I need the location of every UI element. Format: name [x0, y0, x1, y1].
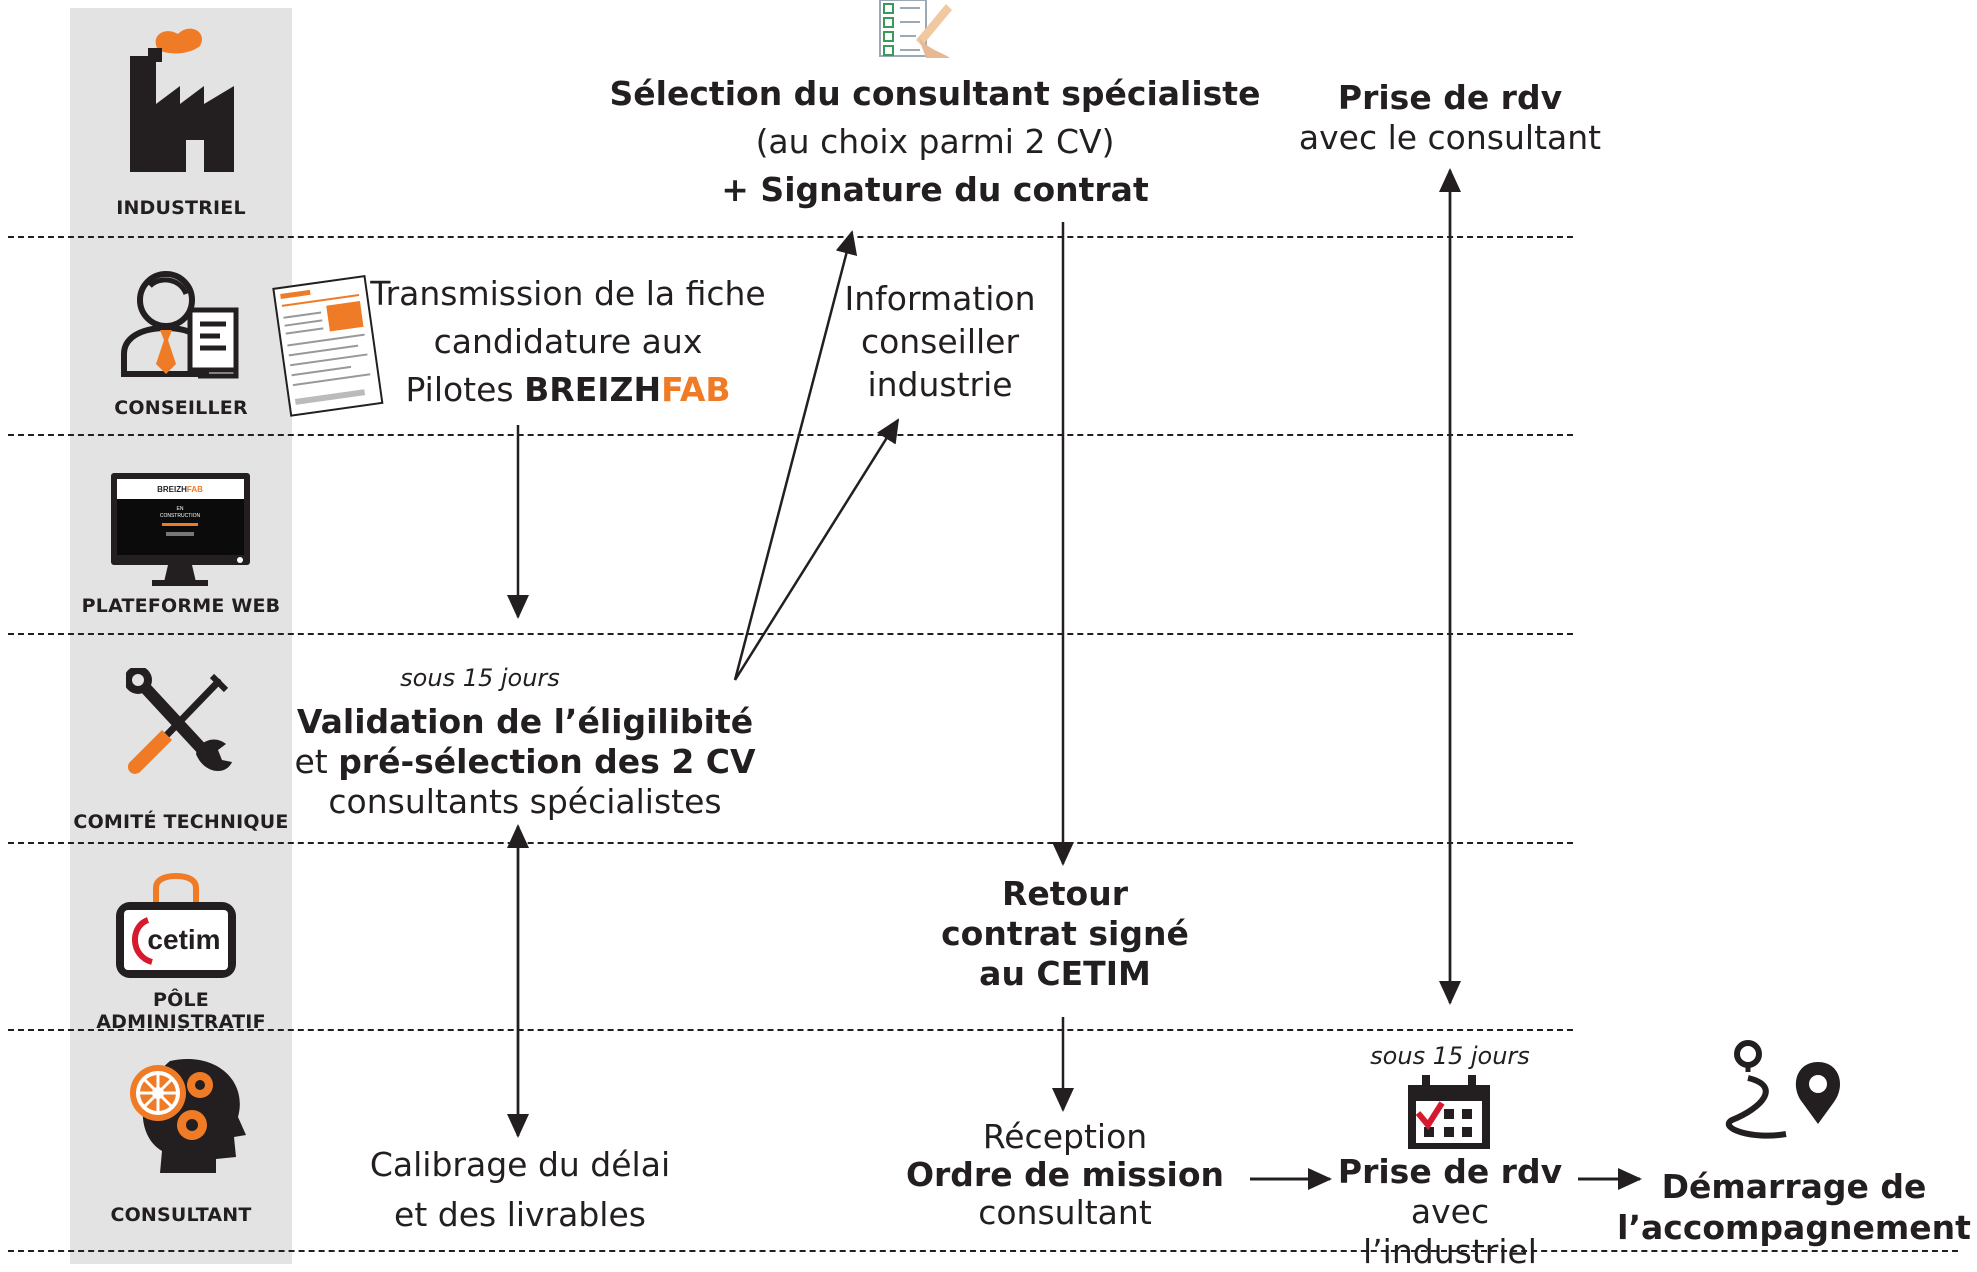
demarrage-line2: l’accompagnement: [1617, 1208, 1971, 1247]
reception-line2: Ordre de mission: [905, 1155, 1225, 1194]
cetim-logo-icon: cetim: [116, 872, 236, 978]
lane-label-consultant: CONSULTANT: [110, 1204, 252, 1226]
retour-line1: Retour: [1001, 874, 1128, 913]
lane-label-pole-administratif: PÔLE ADMINISTRATIF: [96, 989, 266, 1033]
tools-icon: [126, 668, 232, 774]
cetim-logo-text: cetim: [147, 924, 220, 955]
brand-breizh: BREIZH: [524, 370, 662, 409]
transmission-line3: Pilotes BREIZHFAB: [405, 370, 731, 409]
validation-line3: consultants spécialistes: [328, 782, 722, 821]
lane-divider: [8, 434, 1573, 436]
lane-divider: [8, 842, 1573, 844]
step-rdv-industriel: Prise de rdv avec l’industriel: [1320, 1152, 1580, 1272]
lane-label-comite-technique: COMITÉ TECHNIQUE: [73, 811, 289, 833]
validation-line2: et pré-sélection des 2 CV: [294, 742, 756, 781]
selection-sub: (au choix parmi 2 CV): [755, 122, 1115, 161]
monitor-icon: BREIZHFAB EN CONSTRUCTION: [111, 473, 250, 586]
lane-divider: [8, 633, 1573, 635]
selection-extra: + Signature du contrat: [721, 170, 1149, 209]
application-form-icon: [272, 274, 384, 417]
rdv-industriel-delay: sous 15 jours: [1370, 1042, 1530, 1070]
information-line3: industrie: [867, 365, 1013, 404]
information-line2: conseiller: [860, 322, 1020, 361]
calibrage-line2: et des livrables: [394, 1195, 646, 1234]
screen-status-line1: EN: [177, 506, 184, 512]
step-transmission: Transmission de la fiche candidature aux…: [368, 270, 768, 414]
validation-delay: sous 15 jours: [400, 664, 560, 692]
factory-icon: [130, 28, 234, 172]
demarrage-line1: Démarrage de: [1661, 1167, 1927, 1206]
head-gears-icon: [130, 1059, 246, 1173]
screen-status-line2: CONSTRUCTION: [160, 513, 201, 519]
lane-label-conseiller: CONSEILLER: [114, 397, 248, 419]
retour-line2: contrat signé: [941, 914, 1189, 953]
step-retour: Retour contrat signé au CETIM: [900, 874, 1230, 994]
checklist-icon: [879, 0, 952, 58]
selection-title: Sélection du consultant spécialiste: [609, 74, 1261, 113]
lane-divider: [8, 236, 1573, 238]
step-reception: Réception Ordre de mission consultant: [880, 1118, 1250, 1232]
step-selection: Sélection du consultant spécialiste (au …: [560, 74, 1310, 210]
validation-line1: Validation de l’éligilibité: [296, 702, 754, 741]
step-demarrage: Démarrage de l’accompagnement: [1612, 1166, 1976, 1248]
lane-divider: [8, 1029, 1573, 1031]
step-validation: sous 15 jours Validation de l’éligilibit…: [290, 658, 760, 822]
reception-line1: Réception: [982, 1117, 1148, 1156]
reception-line3: consultant: [978, 1193, 1152, 1232]
step-calibrage: Calibrage du délai et des livrables: [340, 1140, 700, 1240]
screen-brand: BREIZHFAB: [157, 485, 203, 494]
rdv-consultant-sub: avec le consultant: [1298, 118, 1602, 157]
rdv-consultant-title: Prise de rdv: [1337, 78, 1563, 117]
lane-divider: [8, 1250, 1958, 1252]
advisor-icon: [121, 271, 239, 379]
rdv-industriel-title: Prise de rdv: [1337, 1152, 1563, 1191]
retour-line3: au CETIM: [979, 954, 1151, 993]
route-pin-icon: [1725, 1040, 1841, 1139]
rdv-industriel-sub: avec l’industriel: [1363, 1192, 1537, 1271]
brand-fab: FAB: [661, 370, 731, 409]
step-information: Information conseiller industrie: [820, 277, 1060, 406]
information-line1: Information: [844, 279, 1036, 318]
calendar-icon: [1408, 1075, 1490, 1149]
step-rdv-consultant: Prise de rdv avec le consultant: [1280, 78, 1620, 158]
transmission-line2: candidature aux: [433, 322, 703, 361]
lane-label-industriel: INDUSTRIEL: [116, 197, 246, 219]
calibrage-line1: Calibrage du délai: [369, 1145, 671, 1184]
transmission-line1: Transmission de la fiche: [370, 274, 766, 313]
lane-sidebar: [70, 8, 292, 1264]
lane-label-plateforme-web: PLATEFORME WEB: [81, 595, 281, 617]
